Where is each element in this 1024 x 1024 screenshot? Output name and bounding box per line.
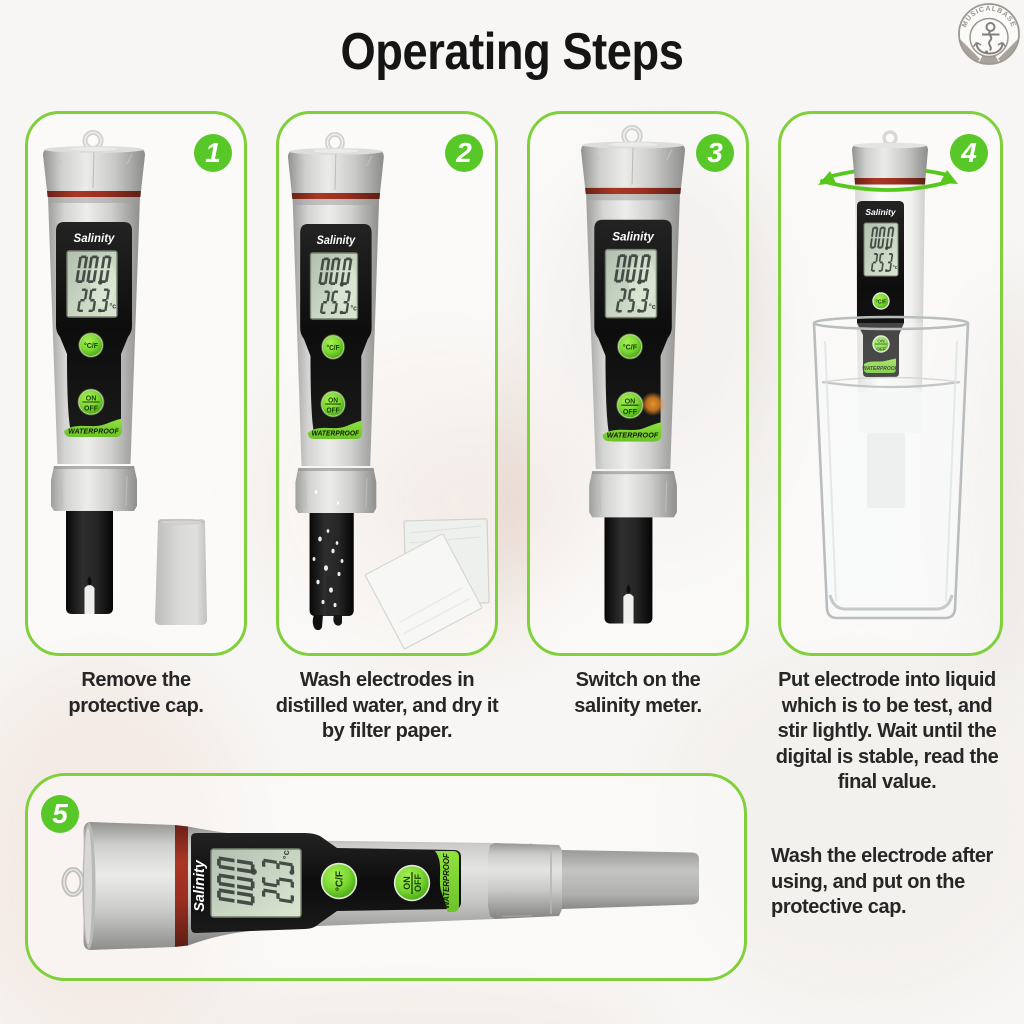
svg-text:OFF: OFF [876,347,886,353]
svg-text:WATERPROOF: WATERPROOF [862,366,898,372]
svg-text:°c: °c [281,849,292,859]
svg-text:ON: ON [877,339,885,345]
svg-text:Salinity: Salinity [865,207,897,217]
svg-text:°C/F: °C/F [875,300,887,306]
svg-text:OFF: OFF [413,874,423,892]
svg-text:°c: °c [893,265,898,271]
svg-text:Salinity: Salinity [192,859,208,912]
svg-text:ON: ON [402,876,412,890]
svg-text:WATERPROOF: WATERPROOF [442,853,451,909]
svg-text:°C/F: °C/F [335,871,346,891]
